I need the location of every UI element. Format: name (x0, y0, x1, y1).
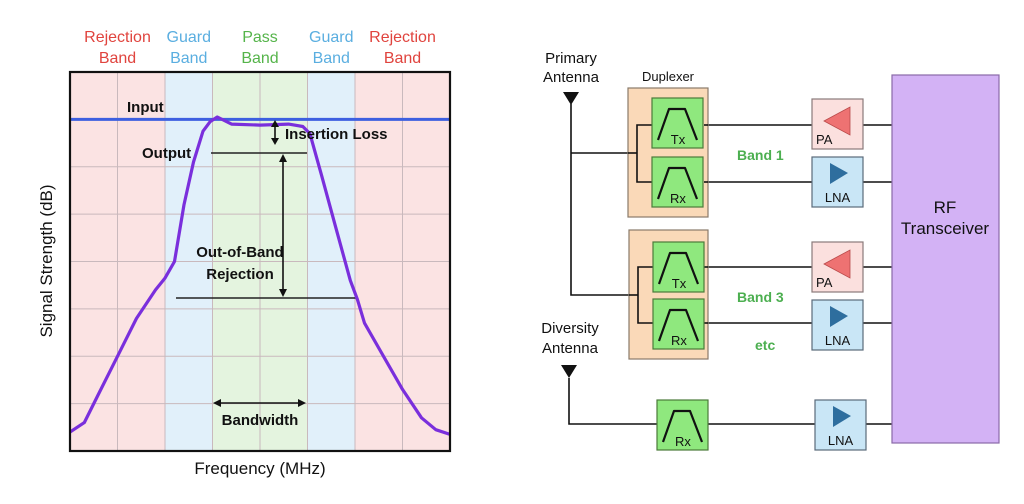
primary-antenna-wire (570, 104, 638, 296)
insertion-loss-arrow (271, 120, 279, 145)
insertion-loss-label: Insertion Loss (285, 126, 388, 143)
lna-label: LNA (828, 433, 854, 448)
out-of-band-label-line2: Rejection (206, 266, 274, 283)
amplifier-triangle-icon (830, 163, 848, 184)
duplexer-label: Duplexer (642, 69, 695, 84)
diversity-lna: LNA (814, 399, 867, 451)
bandpass-filter-icon (661, 409, 704, 443)
primary-antenna-label-line1: Primary (545, 50, 597, 67)
bandwidth-label: Bandwidth (222, 412, 299, 429)
etc-label: etc (755, 337, 775, 353)
diversity-antenna-label-line1: Diversity (541, 320, 599, 337)
x-axis-label: Frequency (MHz) (194, 459, 325, 478)
output-curve (69, 115, 451, 436)
band-label-rejection-line2: Band (99, 50, 136, 67)
bandwidth-arrow (213, 399, 306, 407)
amplifier-triangle-icon (823, 249, 851, 279)
band1-lna: LNA (811, 156, 864, 208)
band1-pa: PA (811, 98, 864, 150)
filter-label: Rx (670, 191, 686, 206)
input-label: Input (127, 99, 164, 116)
amplifier-triangle-icon (823, 106, 851, 136)
band-label-rejection: Rejection (369, 29, 436, 46)
bandpass-filter-icon (656, 166, 699, 200)
band-label-rejection: Rejection (84, 29, 151, 46)
primary-antenna-label-line2: Antenna (543, 69, 600, 86)
filter-label: Tx (671, 132, 686, 147)
band1-tx-filter: Tx (651, 97, 704, 149)
band-label-rejection-line2: Band (384, 50, 421, 67)
out-of-band-rejection-arrow (279, 154, 287, 297)
amplifiers: PA LNA PA LNA LNA (811, 98, 867, 451)
diversity-antenna-icon (561, 365, 577, 378)
amplifier-triangle-icon (830, 306, 848, 327)
lna-label: LNA (825, 333, 851, 348)
diversity-antenna-wire (568, 378, 657, 425)
out-of-band-label-line1: Out-of-Band (196, 244, 283, 261)
band3-lna: LNA (811, 299, 864, 351)
duplexer-inner-wires (628, 124, 708, 324)
filter-label: Rx (671, 333, 687, 348)
band-label-pass: Pass (242, 29, 278, 46)
filter-response-chart: RejectionBandGuardBandPassBandGuardBandR… (37, 29, 452, 478)
band3-tx-filter: Tx (652, 241, 705, 293)
rf-transceiver (891, 74, 1000, 444)
transceiver-label-line1: RF (934, 198, 957, 217)
band1-label: Band 1 (737, 147, 784, 163)
band-label-guard-line2: Band (313, 50, 350, 67)
bandpass-filter-icon (657, 308, 700, 342)
pa-label: PA (816, 132, 833, 147)
amplifier-triangle-icon (833, 406, 851, 427)
transceiver-label-line2: Transceiver (901, 219, 990, 238)
band3-label: Band 3 (737, 289, 784, 305)
band3-pa: PA (811, 241, 864, 293)
filter-label: Tx (672, 276, 687, 291)
band3-rx-filter: Rx (652, 298, 705, 350)
rf-front-end-diagram: Primary Antenna Diversity Antenna Duplex… (541, 50, 1000, 451)
y-axis-label: Signal Strength (dB) (37, 184, 56, 337)
output-label: Output (142, 145, 191, 162)
band-label-guard: Guard (167, 29, 211, 46)
primary-antenna-icon (563, 92, 579, 105)
diversity-rx-filter: Rx (656, 399, 709, 451)
lna-label: LNA (825, 190, 851, 205)
bandpass-filter-icon (656, 107, 699, 141)
plot-frame (68, 70, 452, 453)
filter-label: Rx (675, 434, 691, 449)
diversity-antenna-label-line2: Antenna (542, 340, 599, 357)
pa-label: PA (816, 275, 833, 290)
band-label-guard-line2: Band (170, 50, 207, 67)
band-label-pass-line2: Band (241, 50, 278, 67)
band1-rx-filter: Rx (651, 156, 704, 208)
bandpass-filter-icon (657, 251, 700, 285)
band-label-guard: Guard (309, 29, 353, 46)
